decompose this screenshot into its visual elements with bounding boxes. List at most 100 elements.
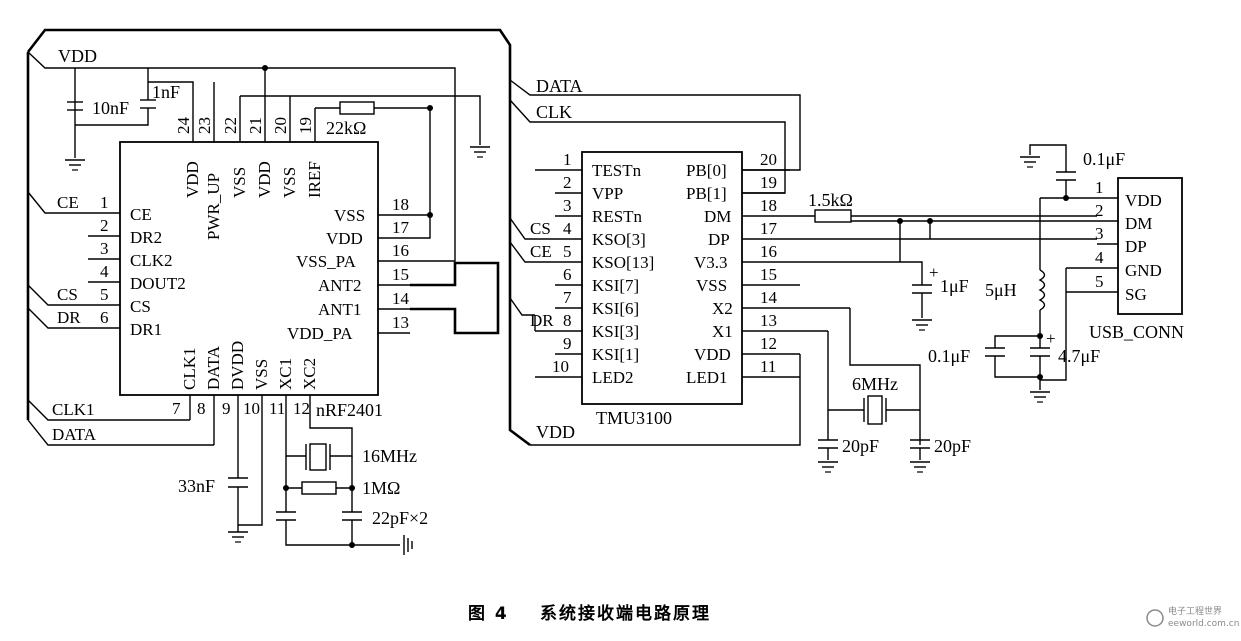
pin-num: 14 bbox=[392, 289, 410, 308]
nrf-right-pins: VSS 18 VDD 17 VSS_PA 16 ANT2 15 ANT1 14 … bbox=[287, 195, 410, 343]
pin-name: PB[0] bbox=[686, 161, 727, 180]
tmu-right-pins: PB[0] 20 PB[1] 19 DM 18 DP 17 V3.3 16 VS… bbox=[686, 150, 778, 387]
figure-title: 系统接收端电路原理 bbox=[540, 603, 711, 624]
inductor-5uh-label: 5μH bbox=[985, 280, 1017, 300]
pin-name: LED2 bbox=[592, 368, 634, 387]
res-22k-label: 22kΩ bbox=[326, 118, 366, 138]
cap-10nf-label: 10nF bbox=[92, 98, 129, 118]
net-clk-top: CLK bbox=[536, 102, 572, 122]
tmu3100-body bbox=[581, 151, 743, 405]
pin-name: RESTn bbox=[592, 207, 643, 226]
net-ce-left: CE bbox=[57, 193, 79, 212]
pin-num: 9 bbox=[222, 399, 231, 418]
pin-name: DM bbox=[704, 207, 731, 226]
pin-num: 7 bbox=[172, 399, 181, 418]
pin-num: 18 bbox=[760, 196, 777, 215]
pin-name: XC2 bbox=[300, 358, 319, 390]
net-vdd-top: VDD bbox=[58, 46, 97, 66]
pin-name: GND bbox=[1125, 261, 1162, 280]
pin-name: VPP bbox=[592, 184, 623, 203]
pin-num: 2 bbox=[100, 216, 109, 235]
watermark-logo-icon bbox=[1146, 609, 1164, 627]
pin-name: PWR_UP bbox=[204, 173, 223, 240]
cap-01uf-label: 0.1μF bbox=[928, 346, 970, 366]
pin-num: 11 bbox=[760, 357, 776, 376]
pin-num: 2 bbox=[1095, 201, 1104, 220]
pin-num: 4 bbox=[563, 219, 572, 238]
pin-num: 5 bbox=[1095, 272, 1104, 291]
net-ce-right: CE bbox=[530, 242, 552, 261]
pin-name: VDD bbox=[183, 161, 202, 198]
pin-name: VSS_PA bbox=[296, 252, 357, 271]
pin-name: VSS bbox=[696, 276, 727, 295]
watermark-url: eeworld.com.cn bbox=[1168, 619, 1239, 629]
pin-name: LED1 bbox=[686, 368, 728, 387]
pin-name: KSI[3] bbox=[592, 322, 639, 341]
pin-name: DVDD bbox=[228, 341, 247, 390]
pin-name: PB[1] bbox=[686, 184, 727, 203]
pin-num: 19 bbox=[760, 173, 777, 192]
watermark-name: 电子工程世界 bbox=[1168, 605, 1222, 617]
pin-name: KSO[3] bbox=[592, 230, 646, 249]
antenna-loop bbox=[410, 261, 500, 335]
pin-num: 20 bbox=[760, 150, 777, 169]
pin-num: 11 bbox=[269, 399, 285, 418]
xtal-16mhz-label: 16MHz bbox=[362, 446, 417, 466]
tmu3100-chip bbox=[581, 151, 743, 405]
svg-text:+: + bbox=[1046, 329, 1056, 348]
pin-num: 1 bbox=[1095, 178, 1104, 197]
pin-num: 21 bbox=[246, 117, 265, 134]
pin-name: X1 bbox=[712, 322, 733, 341]
pin-num: 1 bbox=[100, 193, 109, 212]
pin-name: KSO[13] bbox=[592, 253, 654, 272]
cap-1uf-label: 1μF bbox=[940, 276, 969, 296]
pin-num: 5 bbox=[563, 242, 572, 261]
pin-num: 7 bbox=[563, 288, 572, 307]
tmu3100-name: TMU3100 bbox=[596, 408, 672, 428]
nrf-bottom-pins: CLK1 DATA DVDD VSS XC1 XC2 7 8 9 10 11 1… bbox=[172, 341, 319, 418]
pin-num: 23 bbox=[195, 117, 214, 134]
net-vdd-bottom: VDD bbox=[536, 422, 575, 442]
nrf2401-name: nRF2401 bbox=[316, 400, 383, 420]
pin-num: 4 bbox=[100, 262, 109, 281]
pin-name: TESTn bbox=[592, 161, 642, 180]
net-dr-right: DR bbox=[530, 311, 554, 330]
tmu-left-pins: 1 TESTn 2 VPP 3 RESTn CS 4 KSO[3] CE 5 K… bbox=[530, 150, 654, 387]
cap-47uf-label: 4.7μF bbox=[1058, 346, 1100, 366]
pin-num: 5 bbox=[100, 285, 109, 304]
pin-name: VSS bbox=[334, 206, 365, 225]
net-cs-left: CS bbox=[57, 285, 78, 304]
pin-num: 16 bbox=[760, 242, 777, 261]
pin-num: 4 bbox=[1095, 248, 1104, 267]
pin-name: DM bbox=[1125, 214, 1152, 233]
pin-num: 12 bbox=[760, 334, 777, 353]
pin-name: DOUT2 bbox=[130, 274, 186, 293]
pin-name: DR1 bbox=[130, 320, 162, 339]
net-dr-left: DR bbox=[57, 308, 81, 327]
nrf2401-body bbox=[119, 141, 379, 396]
pin-num: 14 bbox=[760, 288, 778, 307]
vdd-bus-outline bbox=[26, 28, 531, 447]
nrf-top-pins: 24 23 22 21 20 19 VDD PWR_UP VSS VDD VSS… bbox=[174, 117, 324, 241]
net-data-bottom: DATA bbox=[52, 425, 97, 444]
pin-num: 1 bbox=[563, 150, 572, 169]
pin-num: 6 bbox=[100, 308, 109, 327]
pin-num: 3 bbox=[1095, 224, 1104, 243]
cap-22pf-label: 22pF×2 bbox=[372, 508, 428, 528]
pin-num: 9 bbox=[563, 334, 572, 353]
pin-num: 24 bbox=[174, 117, 193, 135]
pin-name: DR2 bbox=[130, 228, 162, 247]
pin-name: V3.3 bbox=[694, 253, 728, 272]
pin-num: 22 bbox=[221, 117, 240, 134]
pin-name: IREF bbox=[305, 161, 324, 198]
pin-name: SG bbox=[1125, 285, 1147, 304]
pin-num: 10 bbox=[552, 357, 569, 376]
pin-num: 2 bbox=[563, 173, 572, 192]
nrf2401-chip bbox=[55, 68, 410, 445]
pin-name: DP bbox=[708, 230, 730, 249]
pin-num: 17 bbox=[760, 219, 778, 238]
pin-num: 8 bbox=[563, 311, 572, 330]
res-1k5-label: 1.5kΩ bbox=[808, 190, 853, 210]
pin-num: 18 bbox=[392, 195, 409, 214]
